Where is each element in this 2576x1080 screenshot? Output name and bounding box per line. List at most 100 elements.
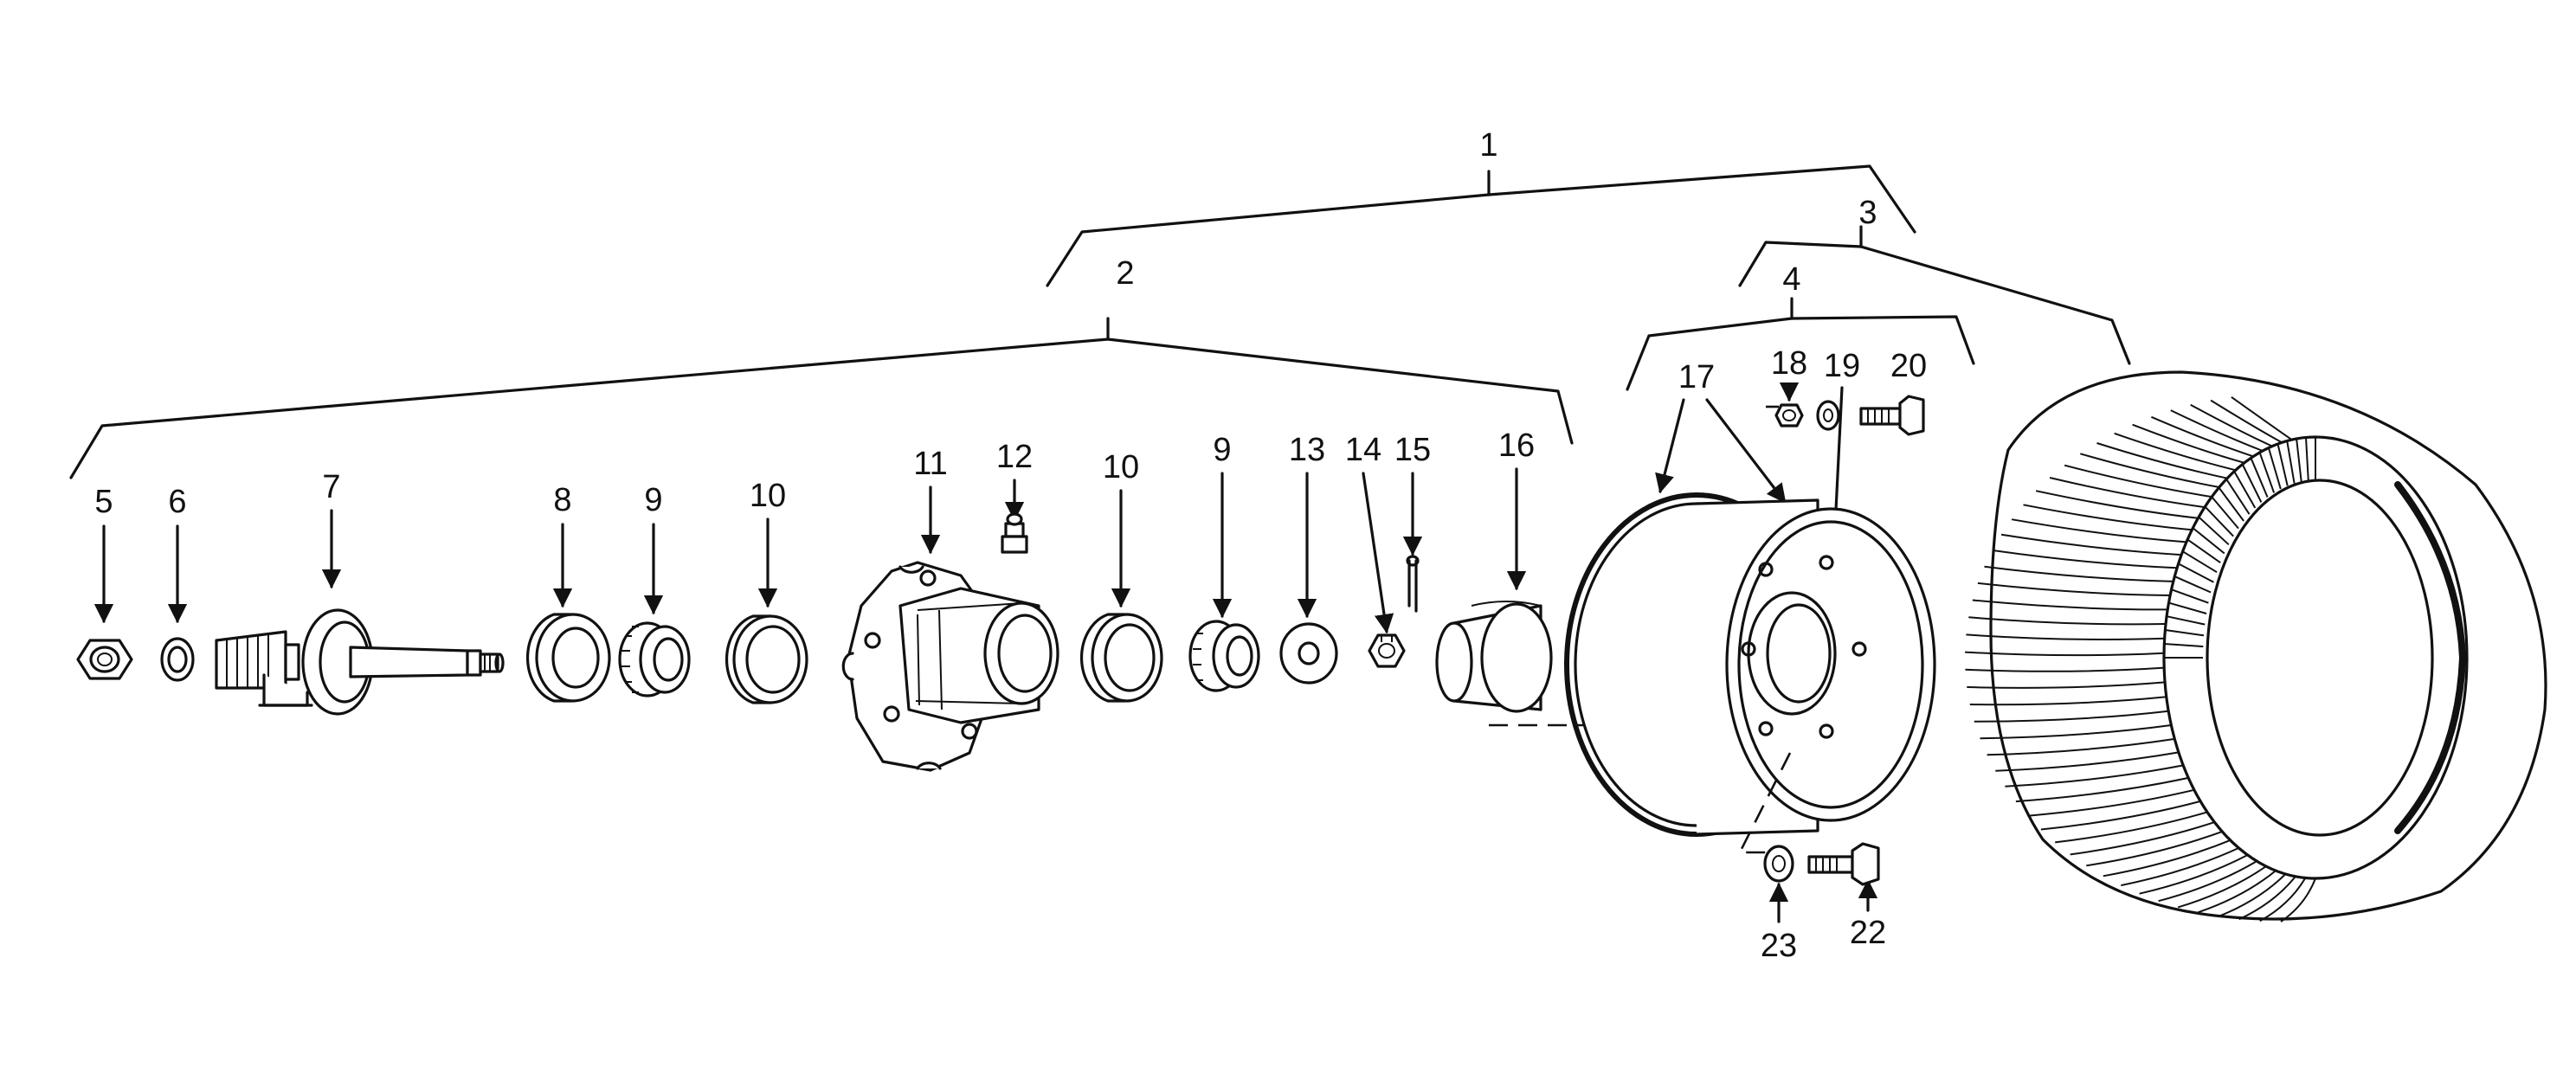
part-15-cotter-pin bbox=[1406, 555, 1420, 613]
tire-inner-groove bbox=[2241, 464, 2263, 503]
callout-label-7: 7 bbox=[322, 469, 340, 505]
callout-label-6: 6 bbox=[168, 484, 186, 520]
tire-tread-line bbox=[2005, 764, 2184, 788]
tire-inner-groove bbox=[2211, 496, 2239, 530]
tire-tread-line bbox=[2000, 533, 2182, 556]
tire-inner-groove bbox=[2258, 452, 2276, 493]
bracket-wheel-tire-3 bbox=[1738, 225, 2131, 365]
tire-tread-line bbox=[1969, 696, 2167, 706]
tire-tread-line bbox=[1984, 565, 2174, 582]
tire-inner-groove bbox=[2267, 447, 2282, 490]
tire-tread-line bbox=[2210, 399, 2283, 444]
callout-label-10a: 10 bbox=[750, 478, 786, 514]
tire-tread-line bbox=[2280, 878, 2316, 922]
part-10-bearing-cup-outer bbox=[1080, 613, 1163, 703]
tire-inner-groove bbox=[2165, 629, 2205, 637]
tire-inner-groove bbox=[2182, 550, 2218, 574]
callout-label-15: 15 bbox=[1394, 432, 1431, 468]
tire-inner-groove bbox=[2178, 562, 2214, 583]
callout-label-9a: 9 bbox=[644, 482, 662, 518]
callout-label-9b: 9 bbox=[1213, 432, 1231, 468]
tire-inner-groove bbox=[2286, 440, 2296, 484]
tire-tread-line bbox=[2121, 846, 2239, 887]
tire-tread-line bbox=[1968, 616, 2167, 626]
tire-tread-line bbox=[2151, 415, 2254, 458]
part-18-wheel-nut bbox=[1774, 403, 1804, 428]
tire-inner-groove bbox=[2233, 471, 2257, 509]
tire-tread-line bbox=[2080, 453, 2220, 488]
callout-label-16: 16 bbox=[1498, 428, 1535, 464]
callout-label-22: 22 bbox=[1850, 915, 1886, 951]
tire-tread-line bbox=[1966, 633, 2165, 641]
tire-tread-line bbox=[2103, 839, 2231, 878]
tire-inner-groove bbox=[2186, 538, 2221, 564]
tire-tread-line bbox=[2139, 854, 2249, 895]
tire-tread-line bbox=[1965, 666, 2165, 672]
callout-label-23: 23 bbox=[1761, 928, 1797, 964]
tire-inner-groove bbox=[2250, 457, 2269, 498]
part-19-lock-washer bbox=[1816, 400, 1840, 431]
tire-tread-line bbox=[2231, 395, 2293, 440]
tire-tread-line bbox=[1965, 651, 2165, 657]
tire-inner-groove bbox=[2218, 486, 2244, 522]
tire-tread-line bbox=[2049, 477, 2206, 509]
tire-inner-groove bbox=[2168, 601, 2207, 614]
tire-inner-groove bbox=[2204, 505, 2234, 537]
tire-tread-line bbox=[2132, 423, 2245, 464]
tire-inner-groove bbox=[2174, 575, 2212, 594]
assembly-dashed-lines bbox=[1489, 405, 1792, 854]
callout-label-17: 17 bbox=[1678, 359, 1715, 395]
part-22-rim-bolt bbox=[1807, 842, 1880, 886]
tire-tread-line bbox=[1974, 710, 2169, 723]
callout-label-18: 18 bbox=[1771, 345, 1807, 382]
tire-tread-line bbox=[2023, 504, 2193, 531]
tire-inner-groove bbox=[2305, 437, 2309, 481]
tire-tread-line bbox=[2027, 788, 2195, 817]
tire-tread-line bbox=[2015, 776, 2189, 803]
callout-label-19: 19 bbox=[1824, 348, 1860, 384]
tire-tread-line bbox=[1967, 681, 2166, 689]
tire-inner-groove bbox=[2171, 588, 2209, 604]
tire-tread-line bbox=[2070, 821, 2215, 856]
part-23-rim-nut bbox=[1763, 845, 1794, 883]
part-14-castle-nut bbox=[1368, 633, 1406, 668]
tire-tread-line bbox=[2259, 877, 2307, 922]
tire-tread-line bbox=[2055, 811, 2208, 844]
bracket-wheel-4 bbox=[1626, 297, 1975, 391]
callout-label-20: 20 bbox=[1890, 348, 1927, 384]
part-13-flat-washer bbox=[1279, 622, 1338, 685]
tire-tread-line bbox=[2158, 860, 2257, 903]
callout-label-5: 5 bbox=[94, 484, 113, 520]
part-9-bearing-cone-inner bbox=[618, 621, 691, 698]
part-11-hub bbox=[841, 561, 1059, 772]
tire-tread-line bbox=[2238, 876, 2296, 921]
tire-inner-groove bbox=[2192, 527, 2225, 555]
part-12-grease-fitting bbox=[1001, 512, 1028, 554]
tire-tread-line bbox=[1980, 724, 2172, 740]
part-20-wheel-bolt bbox=[1859, 395, 1925, 436]
tire-tread-line bbox=[2197, 870, 2277, 914]
callout-label-12: 12 bbox=[996, 439, 1033, 475]
tire-tread-line bbox=[2190, 403, 2273, 447]
tire-inner-groove bbox=[2225, 479, 2251, 515]
tire-inner-groove bbox=[2166, 615, 2206, 626]
tire-tread-line bbox=[2170, 409, 2264, 452]
bracket-hub-assembly-2 bbox=[69, 317, 1574, 479]
callout-label-1: 1 bbox=[1479, 127, 1497, 164]
part-16-dust-cap bbox=[1435, 601, 1553, 713]
callout-label-8: 8 bbox=[553, 482, 571, 518]
part-9-bearing-cone-outer bbox=[1188, 620, 1260, 692]
callout-label-3: 3 bbox=[1858, 195, 1877, 231]
tire-tread-line bbox=[1987, 737, 2175, 756]
tire-inner-groove bbox=[2277, 443, 2289, 486]
tire-inner-groove bbox=[2296, 438, 2302, 482]
tire-tread-line bbox=[2011, 518, 2186, 543]
tire-tread-line bbox=[2064, 464, 2212, 498]
part-3-tire bbox=[1965, 370, 2547, 922]
tire-inner-groove bbox=[2198, 516, 2230, 546]
tire-tread-line bbox=[1992, 549, 2178, 569]
part-10-bearing-cup-inner bbox=[725, 614, 808, 704]
tire-tread-line bbox=[2040, 800, 2201, 831]
leader-arrows bbox=[93, 382, 1878, 923]
